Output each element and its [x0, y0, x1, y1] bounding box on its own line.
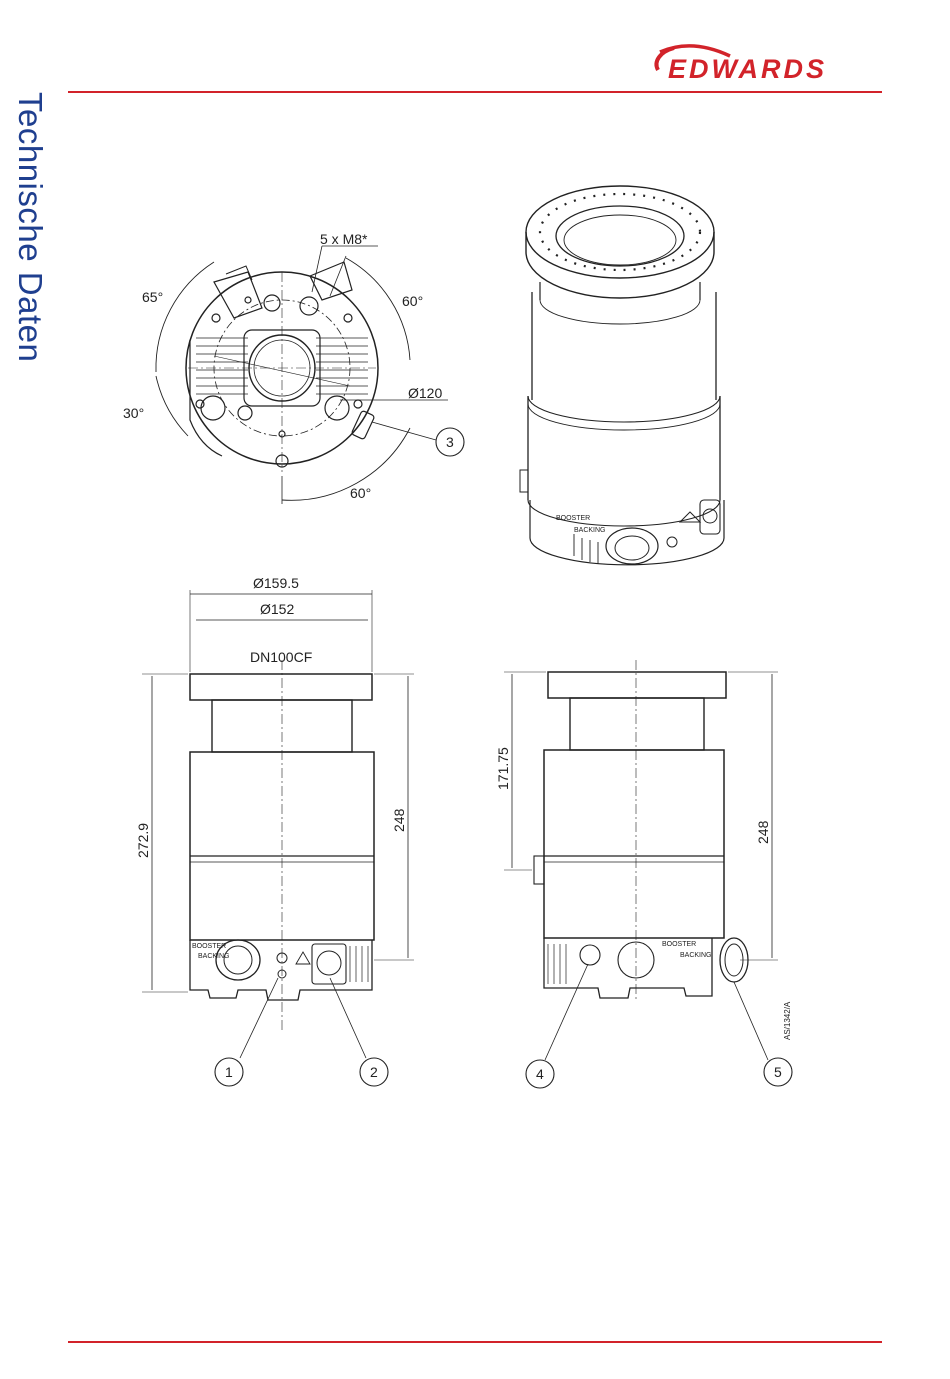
total-height: 272.9: [135, 823, 151, 858]
outer-diameter: Ø159.5: [253, 575, 299, 591]
bolt-pattern-label: 5 x M8*: [320, 231, 368, 247]
angle-upper-left: 65°: [142, 289, 163, 305]
iso-backing-label: BACKING: [574, 527, 606, 534]
angle-upper-right: 60°: [402, 293, 423, 309]
side-booster-label: BOOSTER: [662, 941, 696, 948]
iso-view: BOOSTER BACKING: [520, 186, 724, 565]
flange-label: DN100CF: [250, 649, 312, 665]
diameter-120: Ø120: [408, 385, 442, 401]
flange-diameter: Ø152: [260, 601, 294, 617]
callout-5: 5: [774, 1064, 782, 1080]
iso-booster-label: BOOSTER: [556, 515, 590, 522]
angle-bottom: 60°: [350, 485, 371, 501]
top-view: 5 x M8* 65° 60° 30° 60° Ø120 3: [123, 231, 464, 504]
side-view: 171.75 248 BOOSTER BACKING AS/1342/A 4 5: [495, 660, 792, 1088]
drawing-reference: AS/1342/A: [783, 1001, 792, 1040]
callout-2: 2: [370, 1064, 378, 1080]
front-view: Ø159.5 Ø152 DN100CF 272.9 248 BOOSTER BA…: [135, 575, 414, 1086]
front-body-height: 248: [391, 808, 407, 832]
side-backing-label: BACKING: [680, 952, 712, 959]
angle-left: 30°: [123, 405, 144, 421]
callout-1: 1: [225, 1064, 233, 1080]
port-height: 171.75: [495, 747, 511, 790]
side-body-height: 248: [755, 820, 771, 844]
front-booster-label: BOOSTER: [192, 943, 226, 950]
callout-4: 4: [536, 1066, 544, 1082]
callout-3: 3: [446, 434, 454, 450]
front-backing-label: BACKING: [198, 953, 230, 960]
